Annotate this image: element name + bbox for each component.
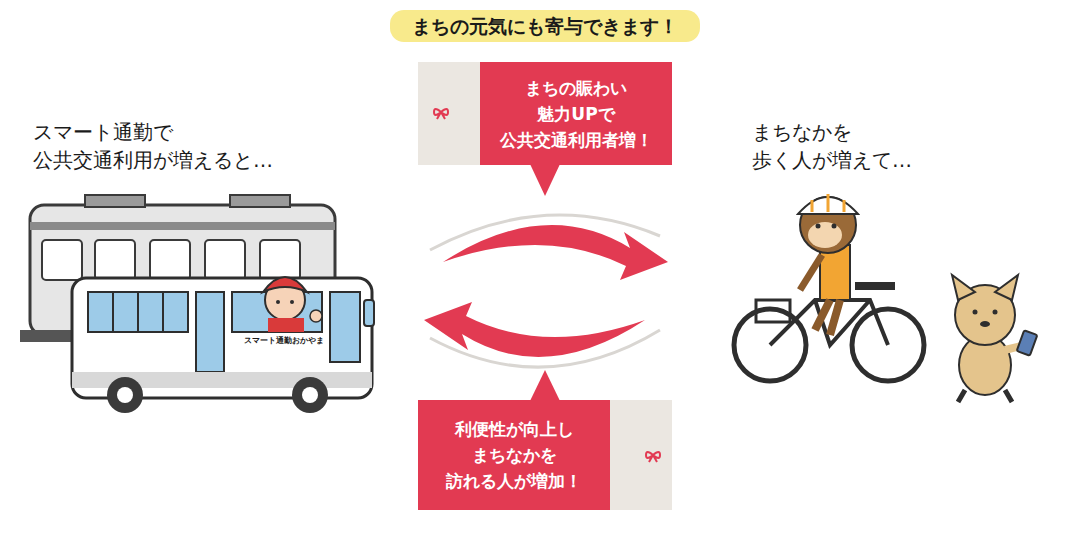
- callout-pointer: [530, 370, 560, 401]
- dog: [952, 275, 1037, 402]
- callout-box: 利便性が向上し まちなかを 訪れる人が増加！: [418, 400, 610, 510]
- train: [20, 195, 335, 342]
- callout-pointer: [530, 164, 560, 196]
- bus-sign: スマート通勤おかやま: [244, 336, 324, 346]
- caption-text: まちなかを 歩く人が増えて…: [752, 118, 972, 174]
- callout-text: 利便性が向上し まちなかを 訪れる人が増加！: [428, 416, 600, 494]
- cycle-arrows: [424, 215, 668, 367]
- callout-tab: [418, 62, 480, 165]
- caption-text: スマート通勤で 公共交通利用が増えると…: [33, 118, 333, 174]
- callout-box: まちの賑わい 魅力UPで 公共交通利用者増！: [480, 62, 672, 165]
- cyclist: [734, 194, 924, 381]
- bus: [72, 277, 374, 413]
- title: まちの元気にも寄与できます！: [390, 10, 700, 42]
- callout-tab: [610, 400, 672, 510]
- callout-text: まちの賑わい 魅力UPで 公共交通利用者増！: [490, 75, 662, 153]
